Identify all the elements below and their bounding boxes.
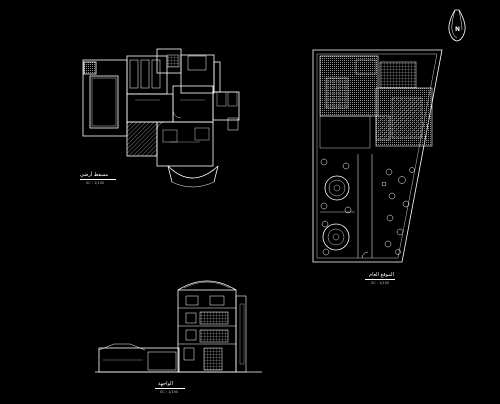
ground-plan-title-underline — [80, 179, 116, 180]
site-plan-title-underline — [365, 279, 395, 280]
ground-plan-title: مسقط أرضي — [80, 172, 109, 178]
north-letter: N — [455, 26, 461, 33]
elevation-title: الواجهة — [158, 381, 173, 387]
elevation-scale: SC : 1/100 — [160, 390, 179, 394]
front-elevation — [95, 280, 262, 373]
north-arrow-icon — [448, 9, 466, 42]
site-plan-scale: SC : 1/100 — [371, 281, 390, 285]
ground-plan-scale: SC : 1/100 — [86, 181, 105, 185]
site-plan-title: الموقع العام — [369, 272, 394, 278]
swimming-pool — [89, 75, 119, 129]
ground-floor-plan — [82, 48, 240, 188]
site-plan — [312, 49, 443, 263]
elevation-title-underline — [155, 388, 185, 389]
